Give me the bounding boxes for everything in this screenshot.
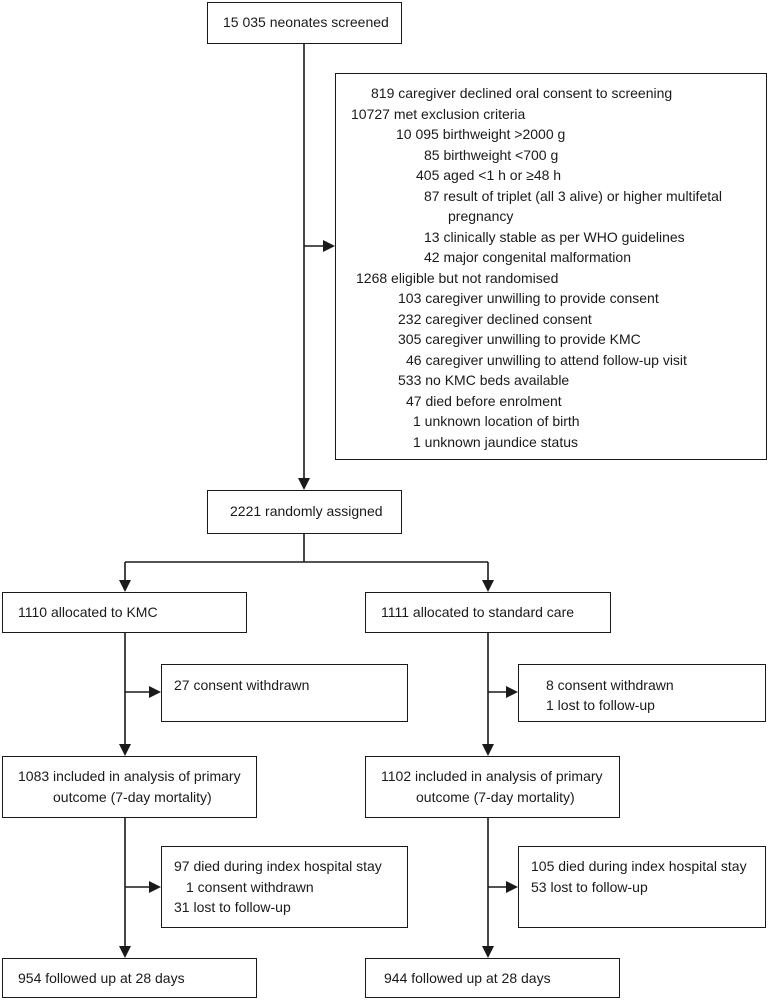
- clinically-stable: 13 clinically stable as per WHO guidelin…: [424, 229, 685, 245]
- standard-allocated-box: 1111 allocated to standard care: [365, 592, 611, 633]
- kmc-died-box: 97 died during index hospital stay 1 con…: [161, 846, 408, 928]
- eligible-not-randomised: 1268 eligible but not randomised: [356, 270, 559, 286]
- kmc-consent-withdrawn: 27 consent withdrawn: [174, 677, 310, 693]
- birthweight-high: 10 095 birthweight >2000 g: [396, 126, 566, 142]
- kmc-allocated-box: 1110 allocated to KMC: [2, 592, 247, 633]
- triplet-line-1: 87 result of triplet (all 3 alive) or hi…: [424, 188, 723, 204]
- no-kmc-beds: 533 no KMC beds available: [398, 372, 570, 388]
- kmc-followed-box: 954 followed up at 28 days: [2, 958, 257, 998]
- kmc-allocated-text: 1110 allocated to KMC: [18, 604, 158, 620]
- screened-text: 15 035 neonates screened: [223, 14, 389, 30]
- kmc-included-line-1: 1083 included in analysis of primary: [18, 768, 241, 784]
- kmc-included-box: 1083 included in analysis of primary out…: [2, 756, 257, 818]
- aged: 405 aged <1 h or ≥48 h: [416, 167, 562, 183]
- triplet-line-2: pregnancy: [448, 208, 514, 224]
- standard-died-text: 105 died during index hospital stay: [531, 858, 747, 874]
- standard-lost-followup-1: 1 lost to follow-up: [546, 697, 655, 713]
- kmc-withdrawn-box: 27 consent withdrawn: [161, 664, 408, 722]
- standard-followed-box: 944 followed up at 28 days: [365, 958, 620, 998]
- unwilling-kmc: 305 caregiver unwilling to provide KMC: [398, 331, 641, 347]
- standard-consent-withdrawn: 8 consent withdrawn: [546, 677, 674, 693]
- congenital-malformation: 42 major congenital malformation: [424, 249, 631, 265]
- met-exclusion-criteria: 10727 met exclusion criteria: [351, 106, 526, 122]
- randomised-text: 2221 randomly assigned: [230, 503, 383, 519]
- unknown-location: 1 unknown location of birth: [413, 413, 580, 429]
- birthweight-low: 85 birthweight <700 g: [424, 147, 559, 163]
- standard-allocated-text: 1111 allocated to standard care: [381, 604, 575, 620]
- screened-box: 15 035 neonates screened: [207, 2, 402, 44]
- unwilling-followup: 46 caregiver unwilling to attend follow-…: [406, 352, 687, 368]
- died-before-enrolment: 47 died before enrolment: [406, 393, 562, 409]
- standard-withdrawn-box: 8 consent withdrawn 1 lost to follow-up: [518, 664, 766, 722]
- unknown-jaundice: 1 unknown jaundice status: [413, 434, 578, 450]
- standard-included-line-2: outcome (7-day mortality): [416, 789, 575, 805]
- declined-oral-consent: 819 caregiver declined oral consent to s…: [371, 85, 673, 101]
- standard-followed-text: 944 followed up at 28 days: [384, 970, 551, 986]
- kmc-died-text: 97 died during index hospital stay: [174, 858, 382, 874]
- kmc-followed-text: 954 followed up at 28 days: [18, 970, 185, 986]
- standard-lost-followup-2: 53 lost to follow-up: [531, 879, 648, 895]
- declined-consent: 232 caregiver declined consent: [398, 311, 592, 327]
- standard-included-box: 1102 included in analysis of primary out…: [365, 756, 620, 818]
- kmc-consent-withdrawn-2: 1 consent withdrawn: [186, 879, 314, 895]
- standard-died-box: 105 died during index hospital stay 53 l…: [518, 846, 766, 928]
- standard-included-line-1: 1102 included in analysis of primary: [381, 768, 603, 784]
- kmc-lost-followup: 31 lost to follow-up: [174, 899, 291, 915]
- exclusions-box: 819 caregiver declined oral consent to s…: [335, 73, 767, 460]
- randomised-box: 2221 randomly assigned: [207, 490, 402, 534]
- kmc-included-line-2: outcome (7-day mortality): [53, 789, 212, 805]
- unwilling-consent: 103 caregiver unwilling to provide conse…: [398, 290, 659, 306]
